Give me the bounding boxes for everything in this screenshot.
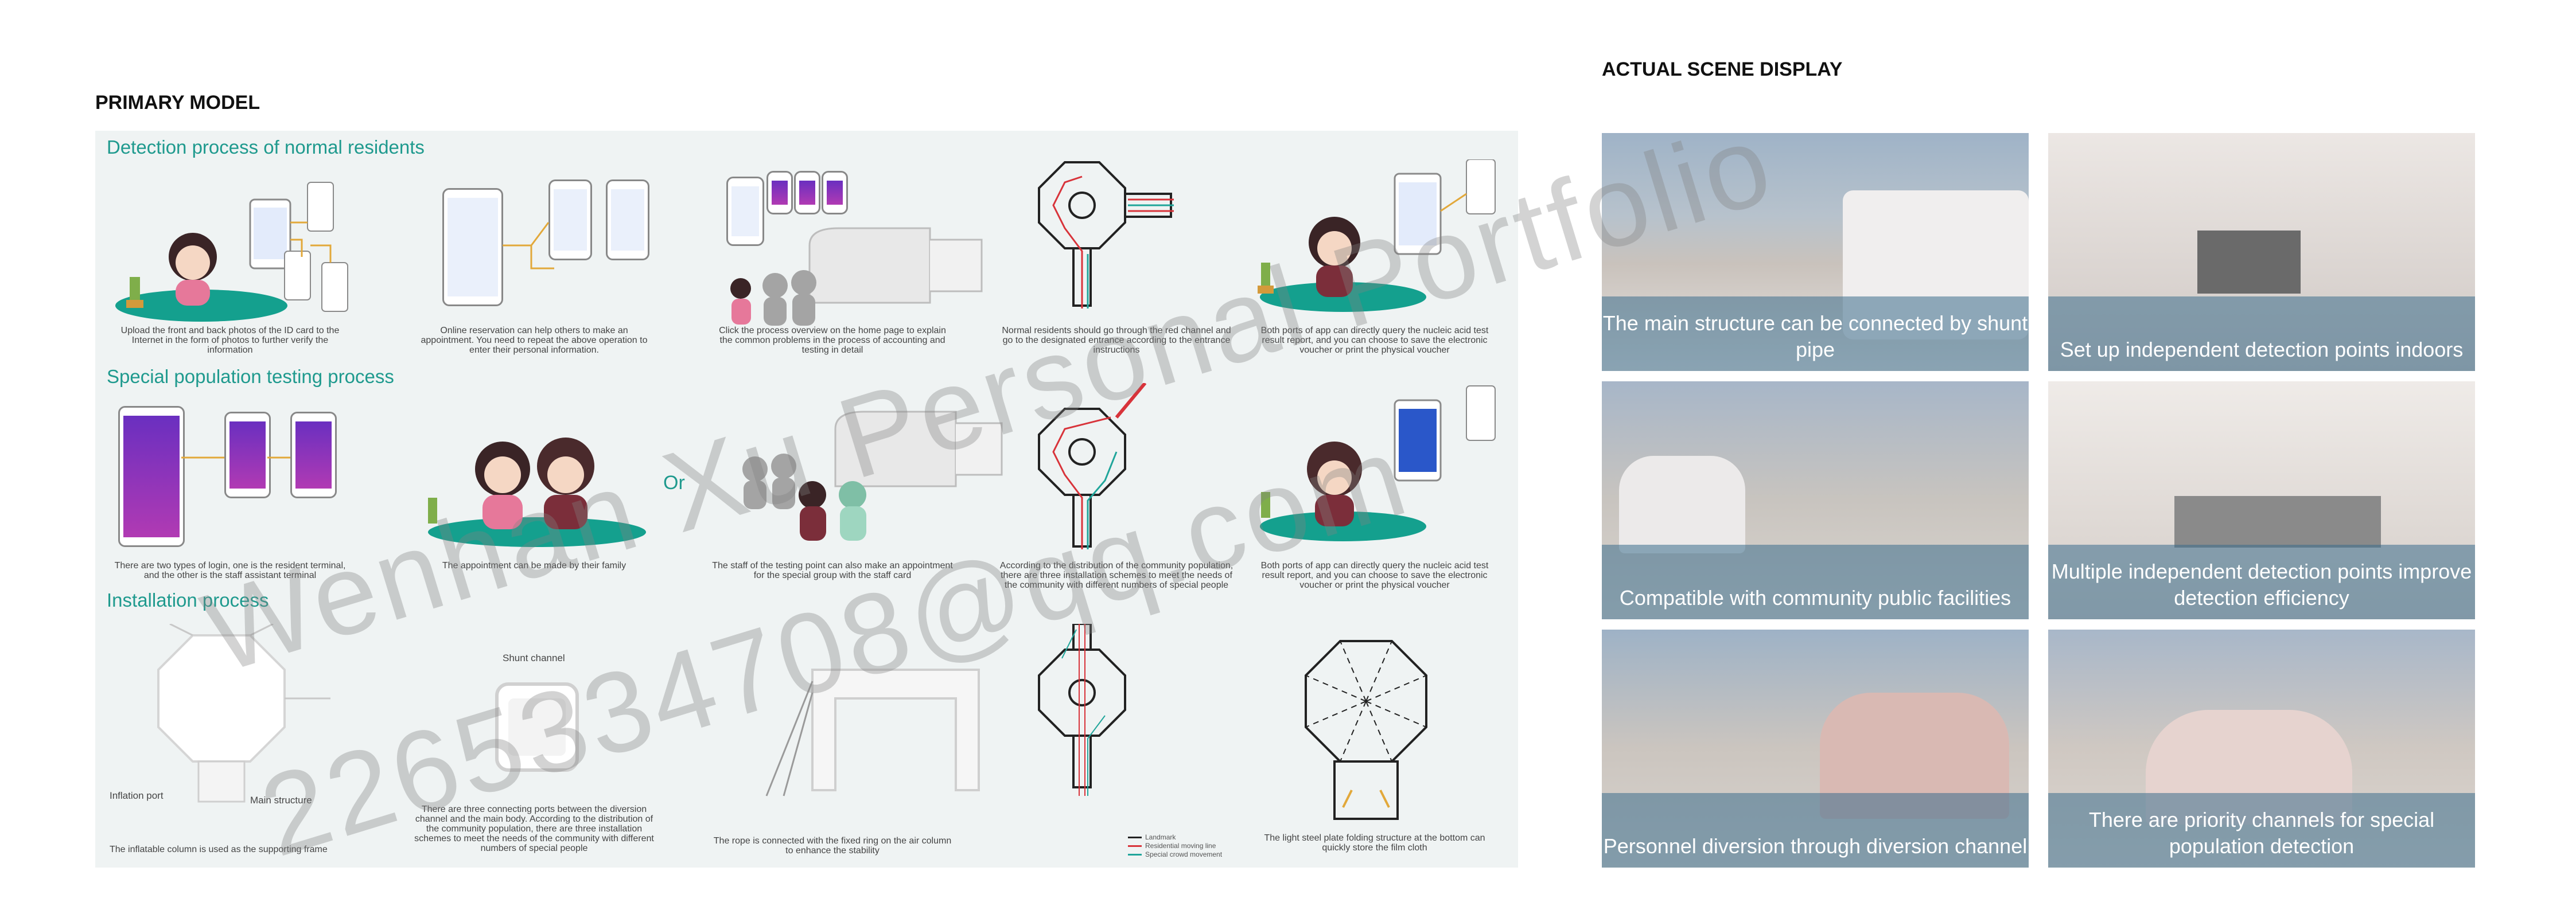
caption-inflatable-column: The inflatable column is used as the sup…	[110, 845, 328, 854]
or-label: Or	[663, 472, 685, 494]
legend-resident-line: Residential moving line	[1128, 842, 1222, 850]
caption-query-result-2: Both ports of app can directly query the…	[1260, 561, 1489, 590]
section-title-installation: Installation process	[107, 589, 269, 611]
scene-caption-6: There are priority channels for special …	[2088, 808, 2435, 858]
caption-reservation: Online reservation can help others to ma…	[421, 326, 648, 355]
caption-red-channel: Normal residents should go through the r…	[1002, 326, 1231, 355]
resident-result-illustration	[1258, 159, 1496, 312]
caption-upload-id: Upload the front and back photos of the …	[120, 326, 340, 355]
resident-upload-illustration	[115, 182, 348, 322]
caption-rope: The rope is connected with the fixed rin…	[713, 836, 952, 856]
scene-photo-1: The main structure can be connected by s…	[1602, 133, 2029, 371]
caption-family-appointment: The appointment can be made by their fam…	[442, 561, 627, 571]
phone-overview-2	[766, 171, 793, 214]
phone-overview-1	[726, 177, 764, 246]
phone-login-resident	[224, 412, 271, 498]
phone-overview-3	[794, 171, 820, 214]
section-title-special-population: Special population testing process	[107, 366, 394, 387]
phone-reservation-1	[442, 188, 503, 306]
caption-process-overview: Click the process overview on the home p…	[719, 326, 946, 355]
primary-model-panel: Detection process of normal residents Up…	[95, 131, 1518, 868]
special-result-illustration	[1260, 385, 1496, 541]
legend-special-crowd: Special crowd movement	[1128, 850, 1222, 859]
scene-caption-2: Set up independent detection points indo…	[2060, 338, 2464, 361]
caption-connecting-ports: There are three connecting ports between…	[414, 804, 654, 853]
scene-photo-6: There are priority channels for special …	[2048, 630, 2475, 868]
shunt-channel-render	[495, 682, 579, 772]
label-inflation-port: Inflation port	[110, 790, 164, 801]
folding-plate-diagram	[1305, 640, 1427, 820]
caption-installation-schemes: According to the distribution of the com…	[999, 561, 1233, 590]
tent-with-people-illustration	[730, 227, 983, 326]
rope-column-render	[765, 669, 980, 796]
connector-lines-login	[181, 456, 290, 459]
phone-reservation-2	[548, 179, 592, 260]
scene-display-title: ACTUAL SCENE DISPLAY	[1602, 58, 1843, 80]
family-appointment-illustration	[428, 438, 646, 547]
illustration-upload-id	[107, 177, 353, 326]
phone-reservation-3	[606, 179, 649, 260]
connector-lines-reservation	[503, 222, 554, 270]
caption-staff-card: The staff of the testing point can also …	[712, 561, 953, 580]
primary-model-title: PRIMARY MODEL	[95, 92, 260, 114]
scene-photo-2: Set up independent detection points indo…	[2048, 133, 2475, 371]
caption-two-login: There are two types of login, one is the…	[114, 561, 346, 580]
route-plan-special	[1038, 383, 1147, 549]
scene-caption-4: Multiple independent detection points im…	[2051, 560, 2472, 610]
scene-photo-5: Personnel diversion through diversion ch…	[1602, 630, 2029, 868]
phone-login-staff	[290, 412, 337, 498]
route-legend: Landmark Residential moving line Special…	[1128, 833, 1222, 859]
scene-photo-4: Multiple independent detection points im…	[2048, 381, 2475, 619]
inflatable-frame-render	[157, 624, 330, 803]
route-plan-normal	[1038, 161, 1174, 308]
legend-landmark: Landmark	[1128, 833, 1222, 842]
section-title-normal-residents: Detection process of normal residents	[107, 136, 425, 158]
label-shunt-channel: Shunt channel	[503, 653, 565, 663]
staff-appointment-illustration	[742, 411, 1003, 541]
scene-caption-3: Compatible with community public facilit…	[1619, 586, 2011, 610]
scene-caption-1: The main structure can be connected by s…	[1602, 311, 2028, 361]
caption-steel-plate: The light steel plate folding structure …	[1264, 833, 1485, 853]
caption-query-result-1: Both ports of app can directly query the…	[1260, 326, 1489, 355]
phone-overview-4	[822, 171, 848, 214]
label-main-structure: Main structure	[250, 795, 312, 806]
phone-login-main	[118, 406, 185, 547]
scene-photo-3: Compatible with community public facilit…	[1602, 381, 2029, 619]
route-plan-install	[1038, 624, 1126, 796]
scene-caption-5: Personnel diversion through diversion ch…	[1603, 834, 2028, 858]
